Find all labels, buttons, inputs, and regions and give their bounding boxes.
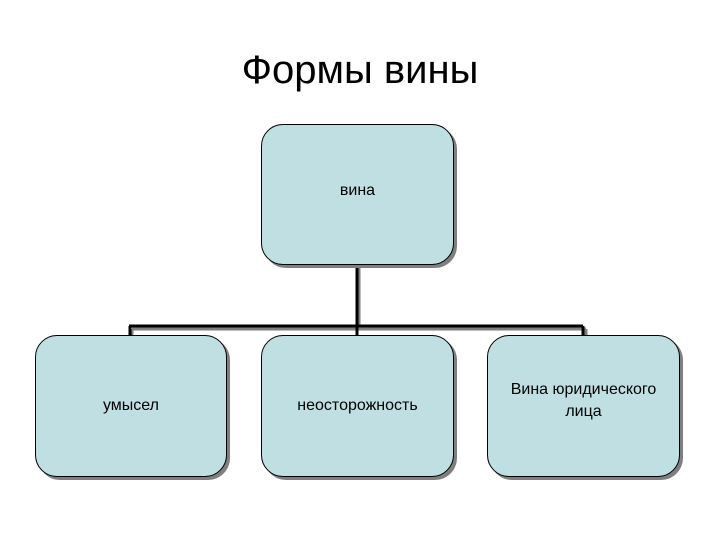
child-node-negligence: неосторожность	[261, 335, 454, 477]
root-node: вина	[261, 124, 454, 265]
child-node-intent: умысел	[35, 335, 227, 477]
slide-title: Формы вины	[241, 48, 479, 92]
child-node-label: умысел	[102, 397, 160, 414]
child-node-label: неосторожность	[297, 397, 418, 414]
child-node-label: Вина юридического лица	[510, 381, 657, 420]
child-node-legal-entity-guilt: Вина юридического лица	[487, 335, 680, 477]
root-node-label: вина	[339, 181, 376, 199]
